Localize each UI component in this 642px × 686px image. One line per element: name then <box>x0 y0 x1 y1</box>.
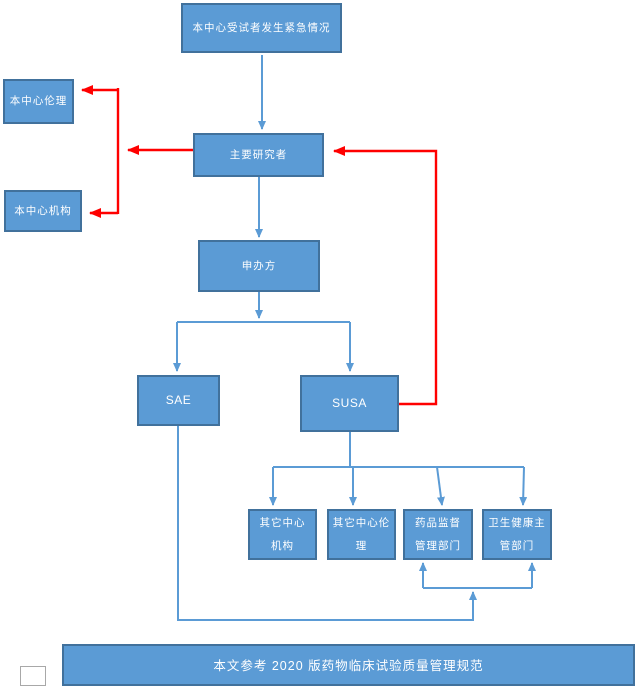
node-susa: SUSA <box>300 375 399 432</box>
node-center-ethics: 本中心伦理 <box>3 79 74 124</box>
connector-susa-to-pi-red <box>333 146 438 406</box>
node-sae: SAE <box>137 375 220 426</box>
connector-layer <box>81 55 536 621</box>
connector-fan-to-drug-dept <box>436 466 445 506</box>
connector-sae-bottom-route <box>177 426 477 621</box>
reference-banner: 本文参考 2020 版药物临床试验质量管理规范 <box>62 644 635 686</box>
partial-cutoff-shape <box>20 666 46 686</box>
node-label: SAE <box>165 393 192 407</box>
node-label: 其它中心伦 理 <box>332 516 391 552</box>
nodes-layer: 本中心受试者发生紧急情况本中心伦理本中心机构 主要研究者申办方 SAE SUSA 其它中… <box>3 3 552 560</box>
node-center-institution: 本中心机构 <box>4 190 82 232</box>
node-other-center-institution: 其它中心 机构 <box>248 509 317 560</box>
node-label: 本中心受试者发生紧急情况 <box>192 21 331 34</box>
node-label: 本中心伦理 <box>9 95 68 107</box>
node-label: 药品监督 管理部门 <box>415 516 461 552</box>
node-sponsor: 申办方 <box>198 240 320 292</box>
node-principal-investigator: 主要研究者 <box>193 133 324 177</box>
node-drug-supervision-dept: 药品监督 管理部门 <box>403 509 473 560</box>
node-label: SUSA <box>332 396 367 410</box>
node-label: 主要研究者 <box>229 148 288 161</box>
flowchart-canvas: 本中心受试者发生紧急情况本中心伦理本中心机构 主要研究者申办方 SAE SUSA 其它中… <box>3 3 635 686</box>
node-label: 本中心机构 <box>14 204 72 217</box>
node-label: 申办方 <box>241 259 277 272</box>
node-other-center-ethics: 其它中心伦 理 <box>327 509 396 560</box>
connector-fan-to-health-dept <box>519 466 528 506</box>
node-health-authority: 卫生健康主 管部门 <box>482 509 552 560</box>
node-label: 其它中心 机构 <box>259 516 306 552</box>
node-emergency: 本中心受试者发生紧急情况 <box>181 3 342 53</box>
node-label: 卫生健康主 管部门 <box>488 516 546 552</box>
